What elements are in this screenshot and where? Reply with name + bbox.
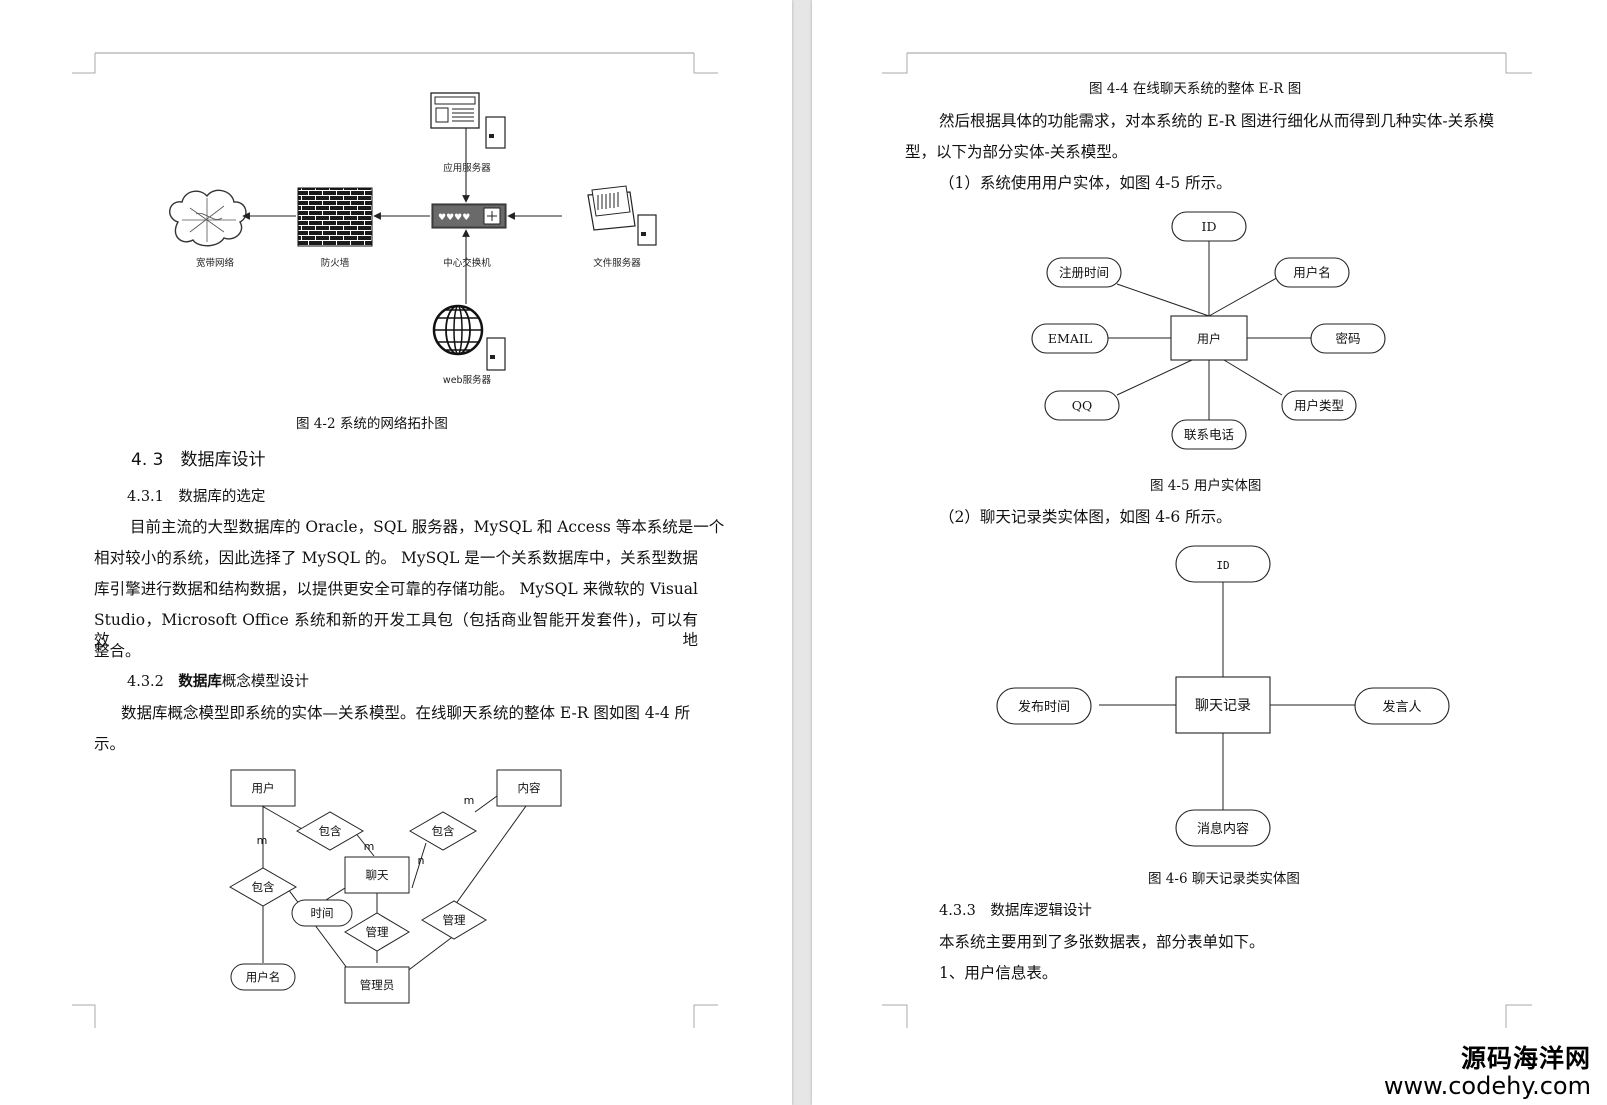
er-user-attr-id: ID (1202, 219, 1217, 234)
er-relation-contain-3: 包含 (252, 880, 275, 894)
corner-mark-tr-right (1505, 53, 1532, 74)
section-4-3-2-number: 4.3.2 (127, 674, 179, 690)
er-relation-contain-2: 包含 (432, 824, 455, 838)
label-broadband: 宽带网络 (196, 257, 235, 269)
corner-mark-tr (693, 53, 718, 74)
corner-mark-br (693, 1004, 718, 1028)
app-server-icon (430, 92, 506, 149)
er-user-attr-phone: 联系电话 (1184, 427, 1234, 442)
firewall-icon (297, 187, 373, 247)
para1-line-2: 相对较小的系统，因此选择了 MySQL 的。 MySQL 是一个关系数据库中，关… (94, 549, 698, 567)
er-user-shapes (1031, 211, 1386, 450)
corner-mark-br-right (1505, 1004, 1532, 1028)
left-page-graphics: ♥♥♥♥ (72, 52, 718, 1028)
label-app-server: 应用服务器 (443, 162, 491, 174)
network-links (242, 128, 562, 304)
er-user-attr-username: 用户名 (1293, 265, 1331, 280)
left-page: ♥♥♥♥ (0, 0, 792, 1105)
er-chat-attr-publish-time: 发布时间 (1018, 699, 1070, 715)
er-user-attr-user-type: 用户类型 (1294, 398, 1344, 413)
er-chat-attr-sender: 发言人 (1382, 699, 1421, 715)
er-entity-chat: 聊天 (366, 868, 389, 882)
switch-icon: ♥♥♥♥ (431, 203, 507, 229)
corner-mark-bl (72, 1004, 96, 1028)
figure-4-5-caption: 图 4-5 用户实体图 (1150, 478, 1262, 494)
right-page-graphics: 用户 ID 注册时间 用户名 EMAIL 密码 QQ 用户类型 联系电话 聊天记… (882, 52, 1532, 1028)
para1-line-1: 目前主流的大型数据库的 Oracle，SQL 服务器，MySQL 和 Acces… (130, 518, 725, 536)
watermark: 源码海洋网 www.codehy.com (1383, 1044, 1591, 1100)
label-file-server: 文件服务器 (593, 257, 641, 269)
section-4-3-2-bold: 数据库 (178, 673, 222, 690)
er-chat-entity: 聊天记录 (1195, 698, 1251, 714)
er-chat-attr-message: 消息内容 (1197, 821, 1249, 837)
section-4-3-3-heading: 4.3.3 数据库逻辑设计 (939, 903, 1092, 919)
cloud-icon (169, 189, 247, 247)
section-4-3-2-heading: 4.3.2 数据库概念模型设计 (127, 672, 309, 692)
right-page: 用户 ID 注册时间 用户名 EMAIL 密码 QQ 用户类型 联系电话 聊天记… (812, 0, 1607, 1105)
er-user-attr-password: 密码 (1335, 331, 1360, 346)
figure-4-4-caption: 图 4-4 在线聊天系统的整体 E-R 图 (1089, 81, 1302, 97)
er-attr-username: 用户名 (246, 970, 281, 984)
watermark-url: www.codehy.com (1383, 1072, 1591, 1100)
er-user-attr-reg-time: 注册时间 (1059, 265, 1109, 280)
label-web-server: web服务器 (443, 374, 492, 386)
er-cardinality-m-1: m (257, 834, 268, 847)
figure-4-6-caption: 图 4-6 聊天记录类实体图 (1148, 871, 1300, 887)
corner-mark-bl-right (882, 1004, 908, 1028)
para1-line-5: 整合。 (94, 642, 141, 660)
item-1-text: （1）系统使用用户实体，如图 4-5 所示。 (939, 174, 1232, 192)
er-relation-manage-2: 管理 (443, 913, 466, 927)
corner-mark-tl (72, 53, 96, 74)
er-entity-user: 用户 (252, 781, 275, 795)
er-user-attr-email: EMAIL (1048, 331, 1092, 346)
er-entity-admin: 管理员 (360, 978, 395, 992)
label-switch: 中心交换机 (443, 257, 491, 269)
section-4-3-2-rest: 概念模型设计 (221, 674, 309, 690)
er-user-entity: 用户 (1197, 331, 1221, 346)
para3-line-2: 型，以下为部分实体-关系模型。 (905, 143, 1128, 161)
para2-line-1: 数据库概念模型即系统的实体—关系模型。在线聊天系统的整体 E-R 图如图 4-4… (121, 704, 691, 722)
para1-line-4: Studio，Microsoft Office 系统和新的开发工具包（包括商业智… (94, 611, 698, 649)
watermark-site-name: 源码海洋网 (1460, 1044, 1591, 1073)
label-firewall: 防火墙 (321, 257, 350, 269)
er-cardinality-m-3: m (464, 794, 475, 807)
er-overall-shapes (228, 769, 562, 1004)
para3-line-1: 然后根据具体的功能需求，对本系统的 E-R 图进行细化从而得到几种实体-关系模 (939, 112, 1495, 130)
er-chat-lines (1099, 582, 1355, 810)
er-attr-time: 时间 (311, 906, 334, 920)
er-chat-shapes (996, 545, 1450, 847)
item-2-text: （2）聊天记录类实体图，如图 4-6 所示。 (939, 508, 1232, 526)
er-user-lines (1105, 241, 1314, 421)
figure-4-2-caption: 图 4-2 系统的网络拓扑图 (296, 416, 448, 432)
para4-text: 本系统主要用到了多张数据表，部分表单如下。 (939, 933, 1265, 951)
file-server-icon (587, 185, 657, 246)
para2-line-2: 示。 (94, 735, 126, 753)
web-server-globe-icon (432, 304, 506, 371)
er-entity-content: 内容 (518, 781, 541, 795)
er-relation-manage-1: 管理 (366, 925, 389, 939)
corner-mark-tl-right (882, 53, 908, 74)
para1-line-3: 库引擎进行数据和结构数据，以提供更安全可靠的存储功能。 MySQL 来微软的 V… (94, 580, 698, 598)
item-3-text: 1、用户信息表。 (939, 964, 1058, 982)
er-relation-contain-1: 包含 (319, 824, 342, 838)
section-4-3-1-heading: 4.3.1 数据库的选定 (127, 489, 266, 505)
er-cardinality-m-2: m (364, 840, 375, 853)
svg-text:♥♥♥♥: ♥♥♥♥ (438, 213, 470, 223)
er-chat-attr-id: ID (1216, 559, 1229, 572)
section-4-3-heading: 4. 3 数据库设计 (131, 450, 266, 470)
er-cardinality-n: n (418, 854, 425, 867)
er-user-attr-qq: QQ (1072, 398, 1093, 413)
